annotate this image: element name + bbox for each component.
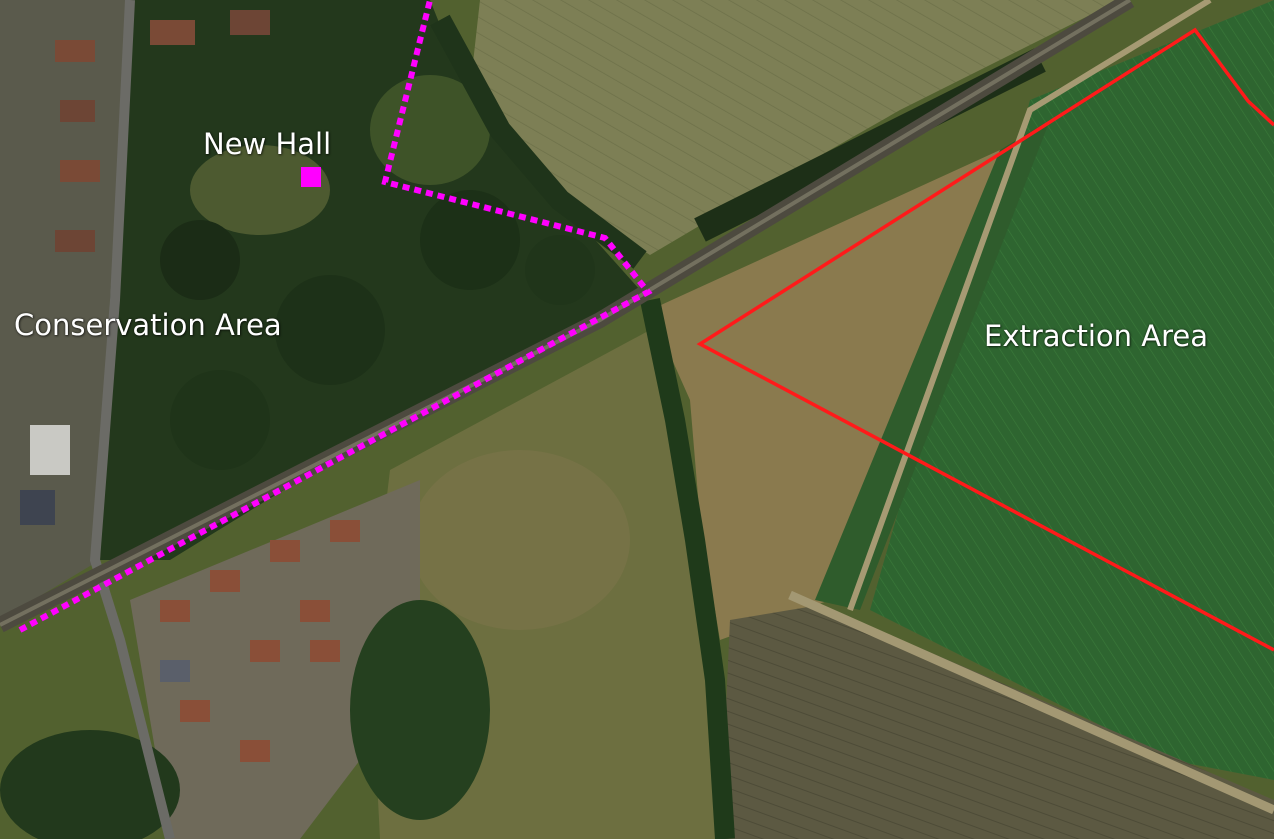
tree-cluster (420, 190, 520, 290)
meadow-patch (410, 450, 630, 630)
house (55, 230, 95, 252)
dry-grass-field (650, 120, 1060, 640)
house (60, 160, 100, 182)
woodland-sw (0, 730, 180, 839)
clearing (370, 75, 490, 185)
conservation-area-label: Conservation Area (14, 308, 282, 342)
house (210, 570, 240, 592)
house (60, 100, 95, 122)
extraction-area-boundary (696, 27, 1274, 652)
farm-track (788, 590, 1274, 815)
extraction-area-label: Extraction Area (984, 319, 1208, 353)
building (20, 490, 55, 525)
crop-field (870, 0, 1274, 780)
building (30, 425, 70, 475)
house (240, 740, 270, 762)
woodland-south (350, 600, 490, 820)
house (270, 540, 300, 562)
tree-cluster (275, 275, 385, 385)
road (89, 0, 175, 839)
tree-cluster (170, 370, 270, 470)
house (160, 660, 190, 682)
house (150, 20, 195, 45)
tree-cluster (160, 220, 240, 300)
tree-cluster (525, 235, 595, 305)
tree-line (430, 14, 647, 269)
new-hall-grounds (190, 145, 330, 235)
farm-track (847, 0, 1212, 612)
house (300, 600, 330, 622)
crop-strip (815, 120, 1050, 610)
house (180, 700, 210, 722)
house (330, 520, 360, 542)
new-hall-label: New Hall (203, 127, 332, 161)
house (160, 600, 190, 622)
house (250, 640, 280, 662)
conservation-area-boundary (18, 0, 653, 633)
hedgerow (640, 297, 735, 839)
square-marker-icon (301, 167, 321, 187)
north-field (470, 0, 1120, 255)
house (55, 40, 95, 62)
house (230, 10, 270, 35)
ploughed-field (720, 605, 1274, 839)
house (310, 640, 340, 662)
railway-track (0, 0, 1132, 627)
